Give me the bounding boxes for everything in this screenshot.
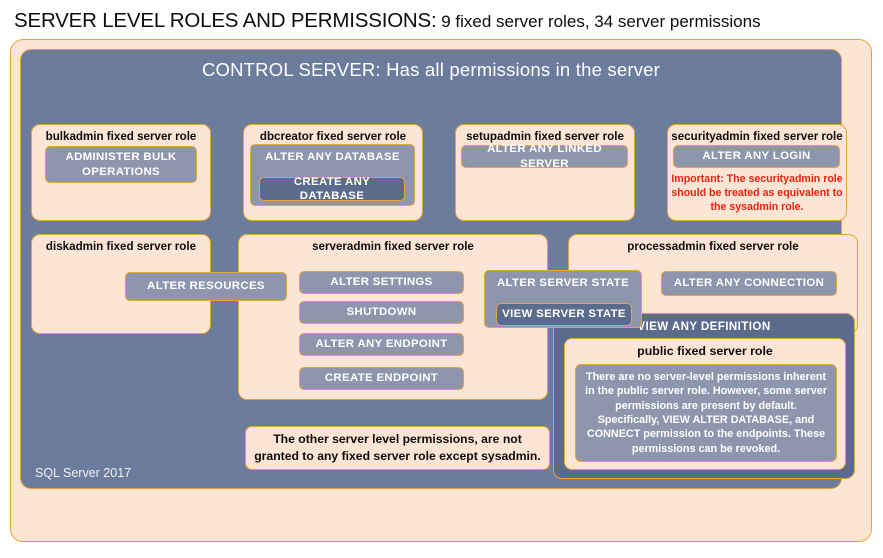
other-permissions-note: The other server level permissions, are …: [245, 426, 550, 470]
permission-alter-any-linked-server[interactable]: ALTER ANY LINKED SERVER: [461, 143, 628, 170]
permission-label-line1: ADMINISTER BULK: [65, 151, 177, 164]
permission-alter-resources[interactable]: ALTER RESOURCES: [125, 272, 287, 301]
page-title: SERVER LEVEL ROLES AND PERMISSIONS: 9 fi…: [14, 9, 874, 35]
permission-label: VIEW SERVER STATE: [502, 308, 626, 321]
permission-label: ALTER ANY LINKED SERVER: [487, 143, 602, 170]
role-title-setupadmin: setupadmin fixed server role: [466, 130, 624, 143]
permission-label: SHUTDOWN: [346, 306, 417, 319]
role-box-securityadmin: securityadmin fixed server role: [667, 124, 847, 221]
role-title-securityadmin: securityadmin fixed server role: [671, 130, 843, 143]
role-title-bulkadmin: bulkadmin fixed server role: [45, 130, 197, 143]
securityadmin-warning-note: Important: The securityadmin role should…: [671, 173, 843, 213]
permission-create-any-database[interactable]: CREATE ANY DATABASE: [259, 175, 405, 202]
control-server-label: CONTROL SERVER: Has all permissions in t…: [201, 59, 661, 80]
public-role-note: There are no server-level permissions in…: [575, 364, 837, 462]
role-title-public: public fixed server role: [637, 344, 773, 358]
permission-label: ALTER RESOURCES: [147, 280, 265, 293]
page-title-sub: 9 fixed server roles, 34 server permissi…: [436, 12, 761, 31]
role-box-public: public fixed server role There are no se…: [564, 338, 846, 470]
permission-view-server-state[interactable]: VIEW SERVER STATE: [496, 303, 632, 326]
permission-administer-bulk-operations[interactable]: ADMINISTER BULK OPERATIONS: [45, 146, 197, 183]
role-title-serveradmin: serveradmin fixed server role: [312, 240, 474, 253]
permission-alter-any-endpoint[interactable]: ALTER ANY ENDPOINT: [299, 333, 464, 356]
permission-label: ALTER SERVER STATE: [496, 277, 630, 289]
role-title-processadmin: processadmin fixed server role: [627, 240, 799, 253]
view-any-definition-panel: VIEW ANY DEFINITION public fixed server …: [553, 313, 855, 479]
role-box-setupadmin: setupadmin fixed server role: [455, 124, 635, 221]
sql-server-version-label: SQL Server 2017: [35, 466, 132, 480]
permission-label: ALTER ANY ENDPOINT: [315, 338, 448, 351]
permission-label: CREATE ANY DATABASE: [293, 175, 371, 202]
permission-label: ALTER ANY LOGIN: [702, 150, 811, 163]
permission-create-endpoint[interactable]: CREATE ENDPOINT: [299, 367, 464, 390]
role-title-dbcreator: dbcreator fixed server role: [259, 130, 407, 143]
permission-alter-any-login[interactable]: ALTER ANY LOGIN: [673, 145, 840, 168]
permission-shutdown[interactable]: SHUTDOWN: [299, 301, 464, 324]
permission-view-any-definition-label: VIEW ANY DEFINITION: [637, 320, 771, 333]
permission-label: ALTER ANY CONNECTION: [673, 277, 825, 290]
permission-label: ALTER ANY DATABASE: [265, 151, 400, 163]
page-title-strong: SERVER LEVEL ROLES AND PERMISSIONS:: [14, 9, 437, 32]
permission-alter-settings[interactable]: ALTER SETTINGS: [299, 271, 464, 294]
permission-label: ALTER SETTINGS: [330, 276, 433, 289]
permission-label: CREATE ENDPOINT: [324, 372, 439, 385]
permission-alter-any-connection[interactable]: ALTER ANY CONNECTION: [661, 271, 837, 296]
permission-label-line2: OPERATIONS: [82, 165, 160, 178]
role-title-diskadmin: diskadmin fixed server role: [45, 240, 197, 253]
